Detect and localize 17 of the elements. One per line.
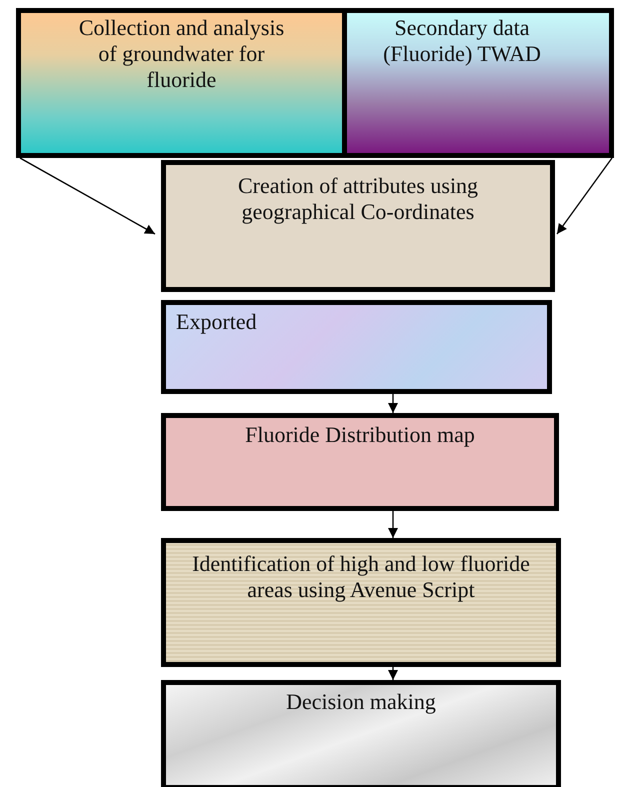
box-text: Fluoride Distribution map xyxy=(244,422,476,448)
box-text: Decision making xyxy=(285,689,437,715)
process-box xyxy=(161,413,559,511)
arrow xyxy=(20,157,156,235)
box-text: Creation of attributes using geographical Co-ordinates xyxy=(236,173,480,225)
arrow xyxy=(556,158,613,234)
box-text: Secondary data (Fluoride) TWAD xyxy=(382,15,542,67)
box-text: Identification of high and low fluoride areas using Avenue Script xyxy=(191,551,531,603)
arrow xyxy=(388,511,398,538)
box-text: Exported xyxy=(176,309,258,335)
process-box xyxy=(161,160,555,292)
arrow xyxy=(388,667,398,680)
arrow xyxy=(388,394,398,413)
process-box xyxy=(161,300,552,394)
box-text: Collection and analysis of groundwater for fluoride xyxy=(78,15,286,93)
process-box xyxy=(161,538,561,667)
process-box xyxy=(161,680,561,787)
